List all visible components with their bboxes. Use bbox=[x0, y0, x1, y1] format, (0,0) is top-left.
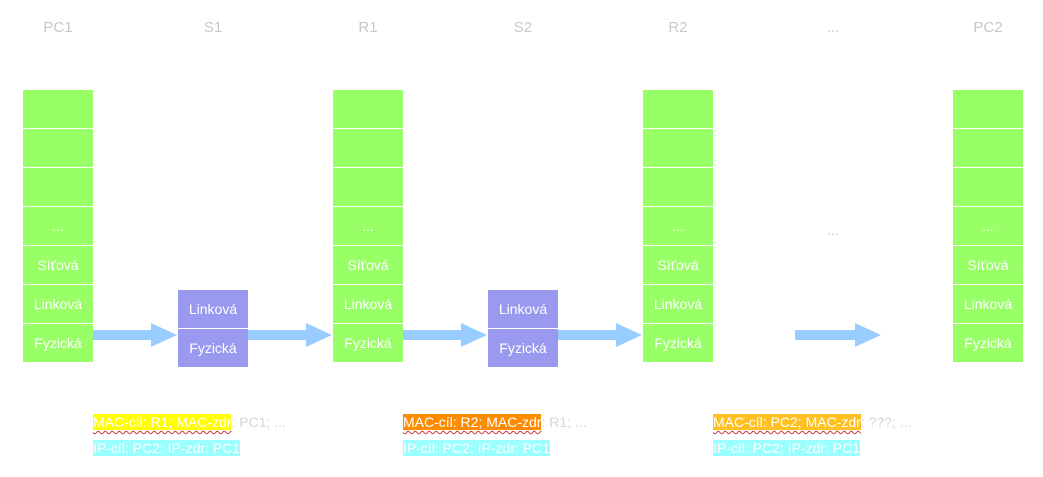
pc2-layer-network: Síťová bbox=[953, 246, 1023, 285]
s2-layer-link: Linková bbox=[488, 290, 558, 329]
s2-stack: Linková Fyzická bbox=[488, 290, 558, 368]
frame-3-ip-highlight: IP-cíl: PC2; IP-zdr: PC1 bbox=[713, 440, 861, 456]
r1-layer-network: Síťová bbox=[333, 246, 403, 285]
frame-1-ip-text: IP-cíl: PC2; IP-zdr: PC1 bbox=[93, 440, 241, 456]
frame-1-ip-label: IP-cíl: PC2; IP-zdr: PC1 bbox=[93, 436, 241, 460]
pc1-layer-network: Síťová bbox=[23, 246, 93, 285]
frame-3-mac-highlight: MAC-cíl: PC2; MAC-zdr bbox=[713, 414, 861, 430]
pc2-layer-top-3 bbox=[953, 168, 1023, 207]
frame-1-mac-highlight: MAC-cíl: R1; MAC-zdr bbox=[93, 414, 232, 430]
node-title-ellipsis: ... bbox=[826, 19, 840, 36]
frame-2-ip-label: IP-cíl: PC2; IP-zdr: PC1 bbox=[403, 436, 551, 460]
r1-layer-top-2 bbox=[333, 129, 403, 168]
arrow-right-icon bbox=[795, 323, 881, 347]
pc1-layer-link: Linková bbox=[23, 285, 93, 324]
frame-2-ip-text: IP-cíl: PC2; IP-zdr: PC1 bbox=[403, 440, 551, 456]
node-title-r1: R1 bbox=[358, 19, 378, 36]
r1-layer-top-3 bbox=[333, 168, 403, 207]
pc1-layer-top-3 bbox=[23, 168, 93, 207]
s1-stack: Linková Fyzická bbox=[178, 290, 248, 368]
frame-3-mac-part1: MAC-cíl: PC2; MAC-zdr bbox=[713, 414, 861, 430]
middle-gap-dots: ... bbox=[827, 222, 839, 238]
r1-stack: ... Síťová Linková Fyzická bbox=[333, 90, 403, 363]
arrow-right-icon bbox=[403, 323, 487, 347]
pc1-layer-ellipsis: ... bbox=[23, 207, 93, 246]
frame-2-mac-highlight: MAC-cíl: R2; MAC-zdr bbox=[403, 414, 542, 430]
r2-layer-network: Síťová bbox=[643, 246, 713, 285]
r2-layer-top-3 bbox=[643, 168, 713, 207]
frame-2-mac-part1: MAC-cíl: R2; MAC-zdr bbox=[403, 414, 542, 430]
r2-layer-top-2 bbox=[643, 129, 713, 168]
pc1-layer-physical: Fyzická bbox=[23, 324, 93, 363]
pc2-layer-top-2 bbox=[953, 129, 1023, 168]
frame-1-ip-highlight: IP-cíl: PC2; IP-zdr: PC1 bbox=[93, 440, 241, 456]
pc2-layer-top-1 bbox=[953, 90, 1023, 129]
node-title-pc1: PC1 bbox=[43, 19, 73, 36]
arrow-right-icon bbox=[93, 323, 177, 347]
arrow-right-icon bbox=[558, 323, 642, 347]
frame-3-mac-part2: : ???; ... bbox=[860, 414, 912, 430]
node-title-pc2: PC2 bbox=[973, 19, 1003, 36]
pc2-layer-ellipsis: ... bbox=[953, 207, 1023, 246]
pc1-layer-top-2 bbox=[23, 129, 93, 168]
pc2-stack: ... Síťová Linková Fyzická bbox=[953, 90, 1023, 363]
r1-layer-physical: Fyzická bbox=[333, 324, 403, 363]
frame-3-ip-label: IP-cíl: PC2; IP-zdr: PC1 bbox=[713, 436, 861, 460]
r1-layer-top-1 bbox=[333, 90, 403, 129]
node-title-s1: S1 bbox=[203, 19, 223, 36]
s1-layer-physical: Fyzická bbox=[178, 329, 248, 368]
r2-layer-link: Linková bbox=[643, 285, 713, 324]
frame-1-mac-part1: MAC-cíl: R1; MAC-zdr bbox=[93, 414, 232, 430]
frame-3-mac-label: MAC-cíl: PC2; MAC-zdr: ???; ... bbox=[713, 410, 911, 434]
s2-layer-physical: Fyzická bbox=[488, 329, 558, 368]
frame-2-mac-part2: : R1; ... bbox=[541, 414, 587, 430]
pc2-layer-link: Linková bbox=[953, 285, 1023, 324]
frame-1-mac-part2: : PC1; ... bbox=[231, 414, 286, 430]
frame-1-mac-label: MAC-cíl: R1; MAC-zdr: PC1; ... bbox=[93, 410, 286, 434]
frame-2-mac-label: MAC-cíl: R2; MAC-zdr: R1; ... bbox=[403, 410, 587, 434]
r2-layer-top-1 bbox=[643, 90, 713, 129]
pc1-layer-top-1 bbox=[23, 90, 93, 129]
node-title-r2: R2 bbox=[668, 19, 688, 36]
r2-layer-physical: Fyzická bbox=[643, 324, 713, 363]
frame-3-ip-text: IP-cíl: PC2; IP-zdr: PC1 bbox=[713, 440, 861, 456]
node-title-s2: S2 bbox=[513, 19, 533, 36]
r1-layer-ellipsis: ... bbox=[333, 207, 403, 246]
frame-2-ip-highlight: IP-cíl: PC2; IP-zdr: PC1 bbox=[403, 440, 551, 456]
arrow-right-icon bbox=[248, 323, 332, 347]
pc2-layer-physical: Fyzická bbox=[953, 324, 1023, 363]
s1-layer-link: Linková bbox=[178, 290, 248, 329]
pc1-stack: ... Síťová Linková Fyzická bbox=[23, 90, 93, 363]
r2-stack: ... Síťová Linková Fyzická bbox=[643, 90, 713, 363]
r1-layer-link: Linková bbox=[333, 285, 403, 324]
r2-layer-ellipsis: ... bbox=[643, 207, 713, 246]
